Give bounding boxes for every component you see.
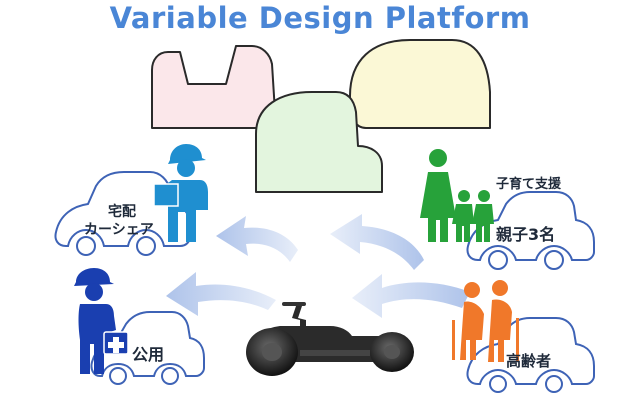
label-family: 親子3名 — [496, 225, 555, 244]
arrow-to-family — [330, 214, 424, 270]
family-icon — [420, 149, 494, 242]
courier-icon — [153, 144, 208, 242]
body-shell-yellow — [349, 39, 491, 129]
elderly-icon — [452, 280, 519, 362]
chassis-icon — [246, 302, 414, 376]
body-shell-pickup — [151, 45, 277, 129]
label-public: 公用 — [132, 345, 164, 364]
label-childcare: 子育て支援 — [496, 176, 562, 192]
label-delivery: 宅配 — [108, 203, 136, 220]
officer-icon — [74, 268, 129, 374]
label-elderly: 高齢者 — [506, 352, 551, 370]
body-shell-green — [255, 91, 383, 193]
arrow-to-elderly — [352, 274, 470, 318]
car-outline-public — [90, 311, 205, 385]
diagram-title: Variable Design Platform — [109, 1, 531, 35]
label-carshare: カーシェア — [84, 222, 154, 238]
arrow-to-carshare — [216, 216, 298, 262]
car-outline-family — [466, 191, 595, 270]
arrow-to-public — [166, 272, 276, 316]
